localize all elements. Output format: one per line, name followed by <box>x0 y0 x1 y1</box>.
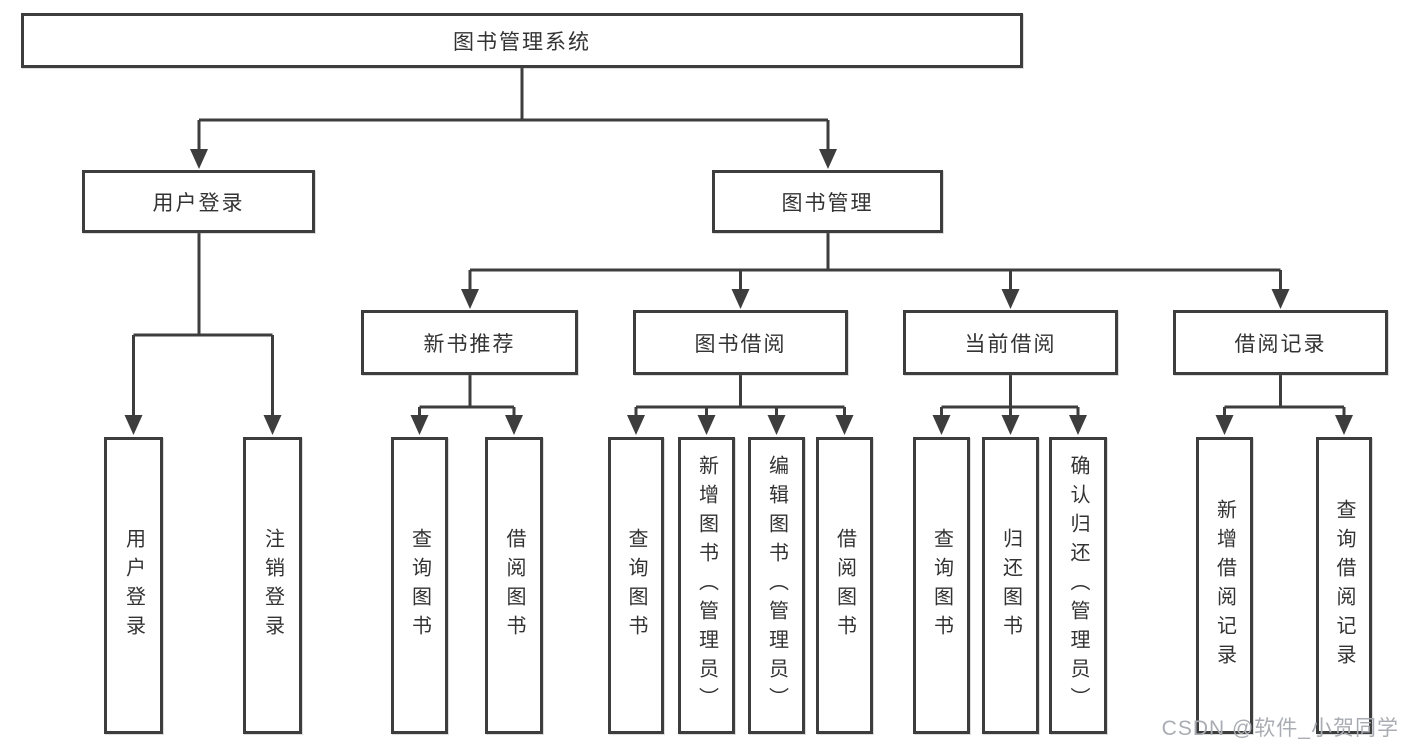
arrow-icon <box>1001 289 1020 309</box>
arrow-icon <box>767 415 786 435</box>
arrow-icon <box>410 415 429 435</box>
arrow-icon <box>263 415 282 435</box>
node-new-book-recommendation: 新书推荐 <box>361 310 578 375</box>
leaf-confirm-return-admin: 确认归还（管理员） <box>1049 437 1107 734</box>
node-book-borrowing: 图书借阅 <box>633 310 848 375</box>
node-label: 归还图书 <box>999 527 1022 644</box>
arrow-icon <box>697 415 716 435</box>
connector-paths <box>132 68 1346 417</box>
arrow-icon <box>1001 415 1020 435</box>
arrow-icon <box>190 149 208 169</box>
leaf-return-book: 归还图书 <box>982 437 1039 734</box>
arrow-icon <box>731 289 750 309</box>
arrow-icon <box>1335 415 1353 435</box>
node-label: 用户登录 <box>152 191 245 215</box>
node-label: 借阅图书 <box>833 527 856 644</box>
arrow-icon <box>124 415 143 435</box>
leaf-query-books-current: 查询图书 <box>913 437 970 734</box>
arrow-icon <box>1271 289 1290 309</box>
arrow-icon <box>819 149 837 169</box>
node-label: 新增借阅记录 <box>1213 498 1236 673</box>
node-label: 编辑图书（管理员） <box>765 455 788 716</box>
node-label: 图书管理系统 <box>453 30 591 54</box>
arrowhead-icons <box>124 149 1353 435</box>
node-label: 用户登录 <box>122 527 145 644</box>
node-label: 查询图书 <box>930 527 953 644</box>
arrow-icon <box>932 415 951 435</box>
arrow-icon <box>461 289 479 309</box>
node-library-management-system: 图书管理系统 <box>21 13 1023 68</box>
arrow-icon <box>1215 415 1234 435</box>
node-label: 借阅图书 <box>503 527 525 644</box>
node-user-login: 用户登录 <box>82 170 315 233</box>
node-label: 新增图书（管理员） <box>695 455 718 716</box>
leaf-query-books-recommend: 查询图书 <box>391 437 448 734</box>
node-label: 图书借阅 <box>694 332 787 356</box>
node-label: 确认归还（管理员） <box>1067 455 1089 716</box>
node-label: 注销登录 <box>261 527 284 644</box>
leaf-add-borrow-record: 新增借阅记录 <box>1196 437 1253 734</box>
node-current-borrowing: 当前借阅 <box>903 310 1118 375</box>
csdn-watermark: CSDN @软件_小贺同学 <box>1161 717 1399 740</box>
arrow-icon <box>1069 415 1087 435</box>
node-label: 查询借阅记录 <box>1333 498 1355 673</box>
node-borrowing-records: 借阅记录 <box>1173 310 1388 375</box>
leaf-query-books-borrow: 查询图书 <box>608 437 664 734</box>
leaf-query-borrow-record: 查询借阅记录 <box>1316 437 1372 734</box>
arrow-icon <box>835 415 854 435</box>
node-label: 图书管理 <box>781 191 874 215</box>
node-label: 当前借阅 <box>964 332 1057 356</box>
node-book-management: 图书管理 <box>712 170 943 233</box>
node-label: 新书推荐 <box>423 332 516 356</box>
leaf-add-book-admin: 新增图书（管理员） <box>678 437 735 734</box>
leaf-edit-book-admin: 编辑图书（管理员） <box>748 437 805 734</box>
leaf-borrow-books-borrow: 借阅图书 <box>816 437 873 734</box>
leaf-logout: 注销登录 <box>243 437 302 734</box>
arrow-icon <box>627 415 645 435</box>
leaf-borrow-books-recommend: 借阅图书 <box>485 437 543 734</box>
arrow-icon <box>505 415 523 435</box>
node-label: 借阅记录 <box>1234 332 1327 356</box>
leaf-user-login: 用户登录 <box>104 437 163 734</box>
node-label: 查询图书 <box>408 527 431 644</box>
node-label: 查询图书 <box>625 527 647 644</box>
